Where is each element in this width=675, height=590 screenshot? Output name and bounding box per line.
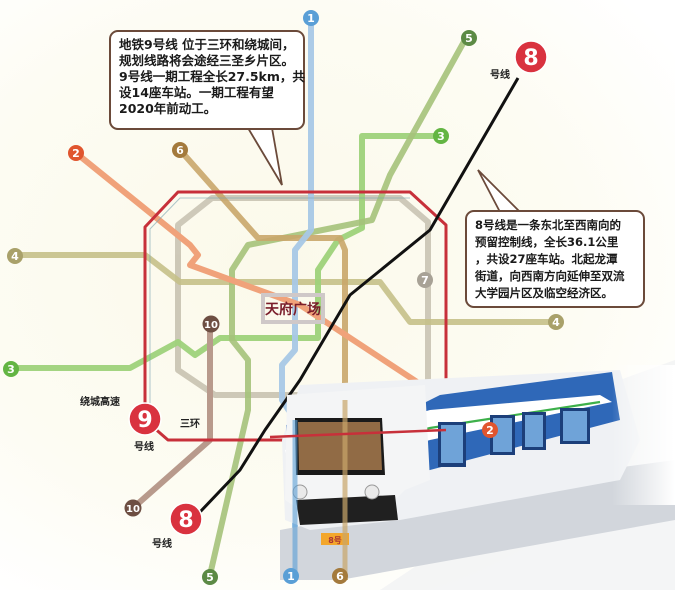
svg-text:4: 4 [552,316,560,329]
line-marker-3-east: 3 [433,128,449,144]
callout-text-line: 设14座车站。一期工程有望 [119,85,274,100]
line-8-suffix-label-ne: 号线 [490,70,510,81]
line8-info-callout: 8号线是一条东北至西南向的 预留控制线，全长36.1公里 ，共设27座车站。北起… [465,210,645,308]
line-marker-3-west: 3 [3,361,19,377]
svg-text:8: 8 [523,46,538,71]
line-marker-1-top: 1 [303,10,319,26]
line-marker-5-north: 5 [461,30,477,46]
callout-text-line: 8号线是一条东北至西南向的 [475,218,622,232]
line-marker-7: 7 [417,272,433,288]
line-marker-10-south: 10 [124,499,142,517]
line9-callout-pointer [247,127,283,186]
line-5-route [207,36,469,576]
line-marker-2-east: 2 [482,422,498,438]
svg-text:3: 3 [437,130,445,143]
svg-text:7: 7 [421,274,429,287]
svg-text:1: 1 [307,12,315,25]
third-ring-label: 三环 [180,419,200,430]
line-marker-1-bottom: 1 [283,568,299,584]
line-3-route [12,133,440,371]
svg-text:10: 10 [204,320,218,331]
line-marker-5-south: 5 [202,569,218,585]
line-marker-6-south: 6 [332,568,348,584]
callout-text-line: 9号线一期工程全长27.5km，共 [119,69,305,84]
callout-text-line: 规划线路将会途经三圣乡片区。 [119,53,295,68]
line-marker-10-north: 10 [202,315,220,333]
svg-text:3: 3 [7,363,15,376]
line9-info-callout: 地铁9号线 位于三环和绕城间， 规划线路将会途经三圣乡片区。 9号线一期工程全长… [109,30,305,130]
line-9-suffix-label: 号线 [134,442,154,453]
callout-text-line: 大学园片区及临空经济区。 [475,286,613,300]
callout-text-line: 预留控制线，全长36.1公里 [475,235,619,249]
line8-callout-pointer [477,169,521,213]
train-number-plate [321,533,349,545]
line-marker-6-north: 6 [172,142,188,158]
svg-text:10: 10 [126,504,140,515]
line-marker-2-west: 2 [68,145,84,161]
svg-text:5: 5 [465,32,473,45]
line-marker-4-east: 4 [548,314,564,330]
svg-text:9: 9 [137,408,152,433]
svg-text:8号: 8号 [328,536,342,545]
svg-text:5: 5 [206,571,214,584]
line-8-badge-northeast: 8 [514,40,548,74]
line-marker-4-west: 4 [7,248,23,264]
callout-text-line: ，共设27座车站。北起龙潭 [475,252,618,266]
svg-text:6: 6 [336,570,344,583]
callout-text-line: 2020年前动工。 [119,101,217,116]
svg-text:1: 1 [287,570,295,583]
svg-text:2: 2 [486,424,494,437]
svg-text:2: 2 [72,147,80,160]
line-8-route [198,77,520,514]
line-9-third-ring [143,190,448,442]
line-8-suffix-label-sw: 号线 [152,539,172,550]
callout-text-line: 街道，向西南方向延伸至双流 [475,269,625,283]
metro-train-illustration: 8号 [269,360,675,590]
line-8-badge-southwest: 8 [169,502,203,536]
hub-station-frame [261,293,325,324]
svg-text:4: 4 [11,250,19,263]
line-6-route [177,148,348,580]
callout-text-line: 地铁9号线 位于三环和绕城间， [119,37,295,52]
line-4-route [17,252,556,325]
line-9-badge: 9 [128,402,162,436]
ring-expressway-label: 绕城高速 [80,397,120,408]
hub-station-label: 天府广场 [265,302,321,318]
svg-text:8: 8 [178,508,193,533]
svg-text:6: 6 [176,144,184,157]
